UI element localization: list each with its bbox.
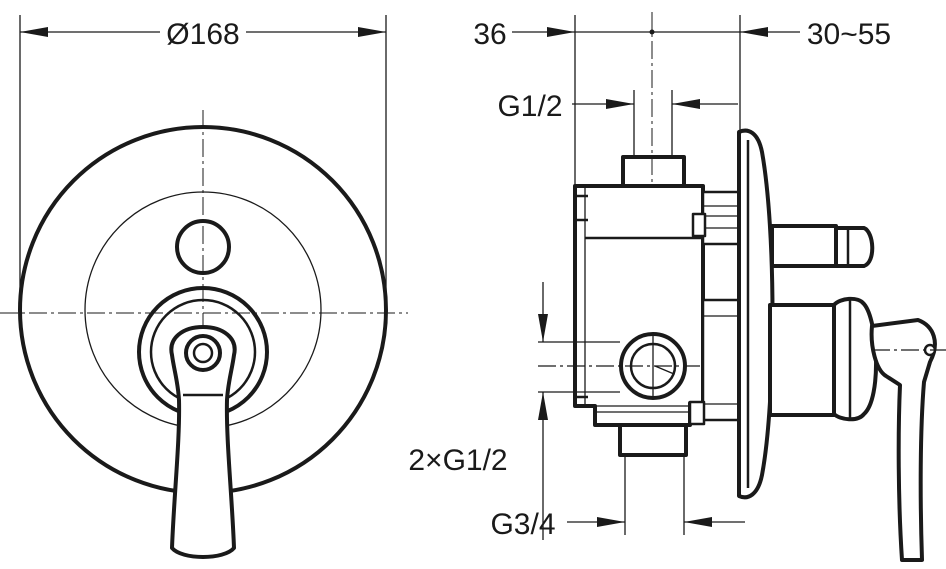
spindle-housing-bottom xyxy=(701,298,741,422)
handle-cap-screw xyxy=(192,342,214,364)
depth-range-label: 30~55 xyxy=(807,18,891,51)
dimension-bottom-thread: G3/4 xyxy=(490,455,745,541)
front-view xyxy=(0,110,408,559)
top-connection xyxy=(621,155,686,188)
rosette-side xyxy=(768,303,836,417)
side-view xyxy=(538,12,946,562)
dimension-diameter: Ø168 xyxy=(19,15,387,318)
diverter-knob-side xyxy=(770,224,838,268)
rosette-cone xyxy=(832,296,878,422)
dimension-top-thread: G1/2 xyxy=(497,90,738,157)
lever-handle xyxy=(169,325,237,559)
diverter-knob xyxy=(175,219,231,275)
dimension-30-55: 30~55 xyxy=(740,18,891,51)
bottom-thread-label: G3/4 xyxy=(490,508,555,541)
depth-36-label: 36 xyxy=(473,18,506,51)
handle-cap xyxy=(184,334,222,372)
dimension-side-threads: 2×G1/2 xyxy=(408,282,620,540)
spindle-housing-top xyxy=(701,190,741,246)
top-thread-label: G1/2 xyxy=(497,90,562,123)
diameter-label: Ø168 xyxy=(166,18,239,51)
side-threads-label: 2×G1/2 xyxy=(408,444,507,477)
lever-handle-side xyxy=(869,318,937,562)
dimension-36: 36 xyxy=(473,15,741,186)
cover-plate-profile xyxy=(737,128,775,500)
bottom-connection xyxy=(618,423,688,457)
